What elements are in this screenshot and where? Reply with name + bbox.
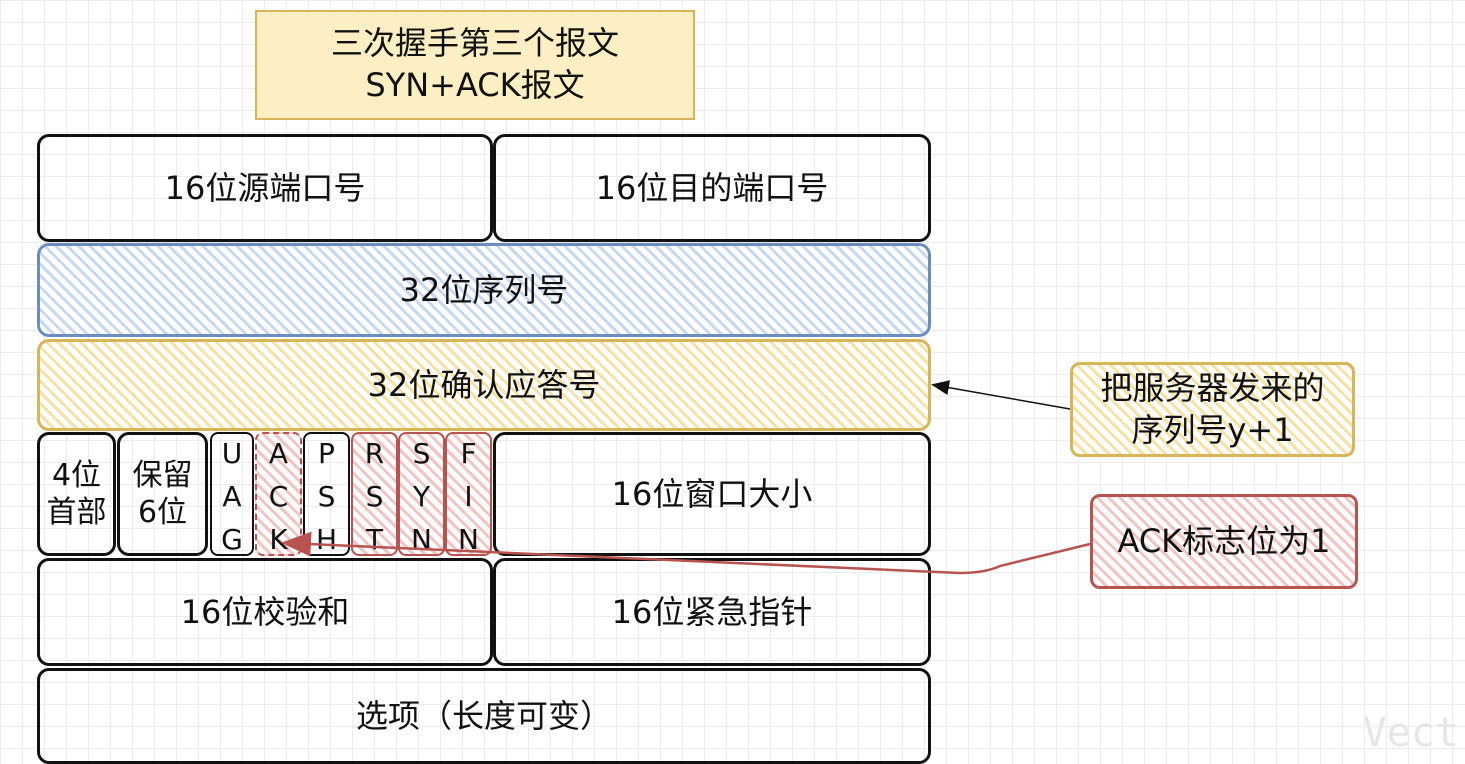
flag-letter: T xyxy=(365,523,384,556)
flag-ack: A C K xyxy=(255,432,302,556)
watermark: Vect xyxy=(1362,710,1459,756)
ack-number-note: 把服务器发来的 序列号y+1 xyxy=(1070,362,1355,457)
diagram-title: 三次握手第三个报文 SYN+ACK报文 xyxy=(255,10,695,120)
reserved-label-1: 保留 xyxy=(132,457,193,493)
source-port-label: 16位源端口号 xyxy=(164,169,366,207)
urgent-pointer-label: 16位紧急指针 xyxy=(611,593,813,631)
flag-letter: A xyxy=(222,480,242,513)
checksum-field: 16位校验和 xyxy=(37,558,493,666)
flag-letter: A xyxy=(268,437,289,470)
flag-psh: P S H xyxy=(303,432,350,556)
flag-letter: K xyxy=(269,523,288,556)
flag-letter: S xyxy=(365,480,384,513)
flag-letter: S xyxy=(317,480,336,513)
ack-number-field: 32位确认应答号 xyxy=(37,339,931,431)
flag-letter: F xyxy=(460,437,477,470)
destination-port-label: 16位目的端口号 xyxy=(595,169,829,207)
flag-letter: Y xyxy=(412,480,431,513)
flag-letter: N xyxy=(411,523,432,556)
ack-number-note-line-1: 把服务器发来的 xyxy=(1100,368,1325,407)
flag-letter: G xyxy=(221,523,243,556)
sequence-number-label: 32位序列号 xyxy=(399,271,569,309)
flag-fin: F I N xyxy=(445,432,492,556)
flag-rst: R S T xyxy=(351,432,398,556)
checksum-label: 16位校验和 xyxy=(180,593,350,631)
header-length-label-1: 4位 xyxy=(51,457,102,493)
flag-letter: R xyxy=(364,437,385,470)
flag-letter: C xyxy=(268,480,289,513)
reserved-field: 保留 6位 xyxy=(117,432,208,556)
options-label: 选项（长度可变） xyxy=(355,697,612,735)
flag-syn: S Y N xyxy=(398,432,445,556)
source-port-field: 16位源端口号 xyxy=(37,134,493,242)
flag-letter: P xyxy=(318,437,335,470)
ack-flag-note: ACK标志位为1 xyxy=(1090,494,1358,589)
destination-port-field: 16位目的端口号 xyxy=(493,134,931,242)
flag-letter: H xyxy=(315,523,338,556)
window-size-label: 16位窗口大小 xyxy=(611,475,813,513)
header-length-label-2: 首部 xyxy=(46,495,107,530)
flag-letter: I xyxy=(464,480,473,513)
flag-urg: U A G xyxy=(210,432,254,556)
flag-letter: S xyxy=(412,437,431,470)
urgent-pointer-field: 16位紧急指针 xyxy=(493,558,931,666)
ack-number-note-line-2: 序列号y+1 xyxy=(1131,410,1294,449)
window-size-field: 16位窗口大小 xyxy=(493,432,931,556)
flag-letter: N xyxy=(458,523,479,556)
title-line-1: 三次握手第三个报文 xyxy=(330,24,619,63)
ack-flag-note-label: ACK标志位为1 xyxy=(1117,521,1331,560)
sequence-number-field: 32位序列号 xyxy=(37,243,931,337)
ack-number-arrow xyxy=(931,380,1071,410)
title-line-2: SYN+ACK报文 xyxy=(365,66,585,104)
flag-letter: U xyxy=(221,437,243,470)
ack-number-label: 32位确认应答号 xyxy=(367,366,601,404)
options-field: 选项（长度可变） xyxy=(37,668,931,764)
header-length-field: 4位 首部 xyxy=(37,432,116,556)
reserved-label-2: 6位 xyxy=(137,495,188,530)
